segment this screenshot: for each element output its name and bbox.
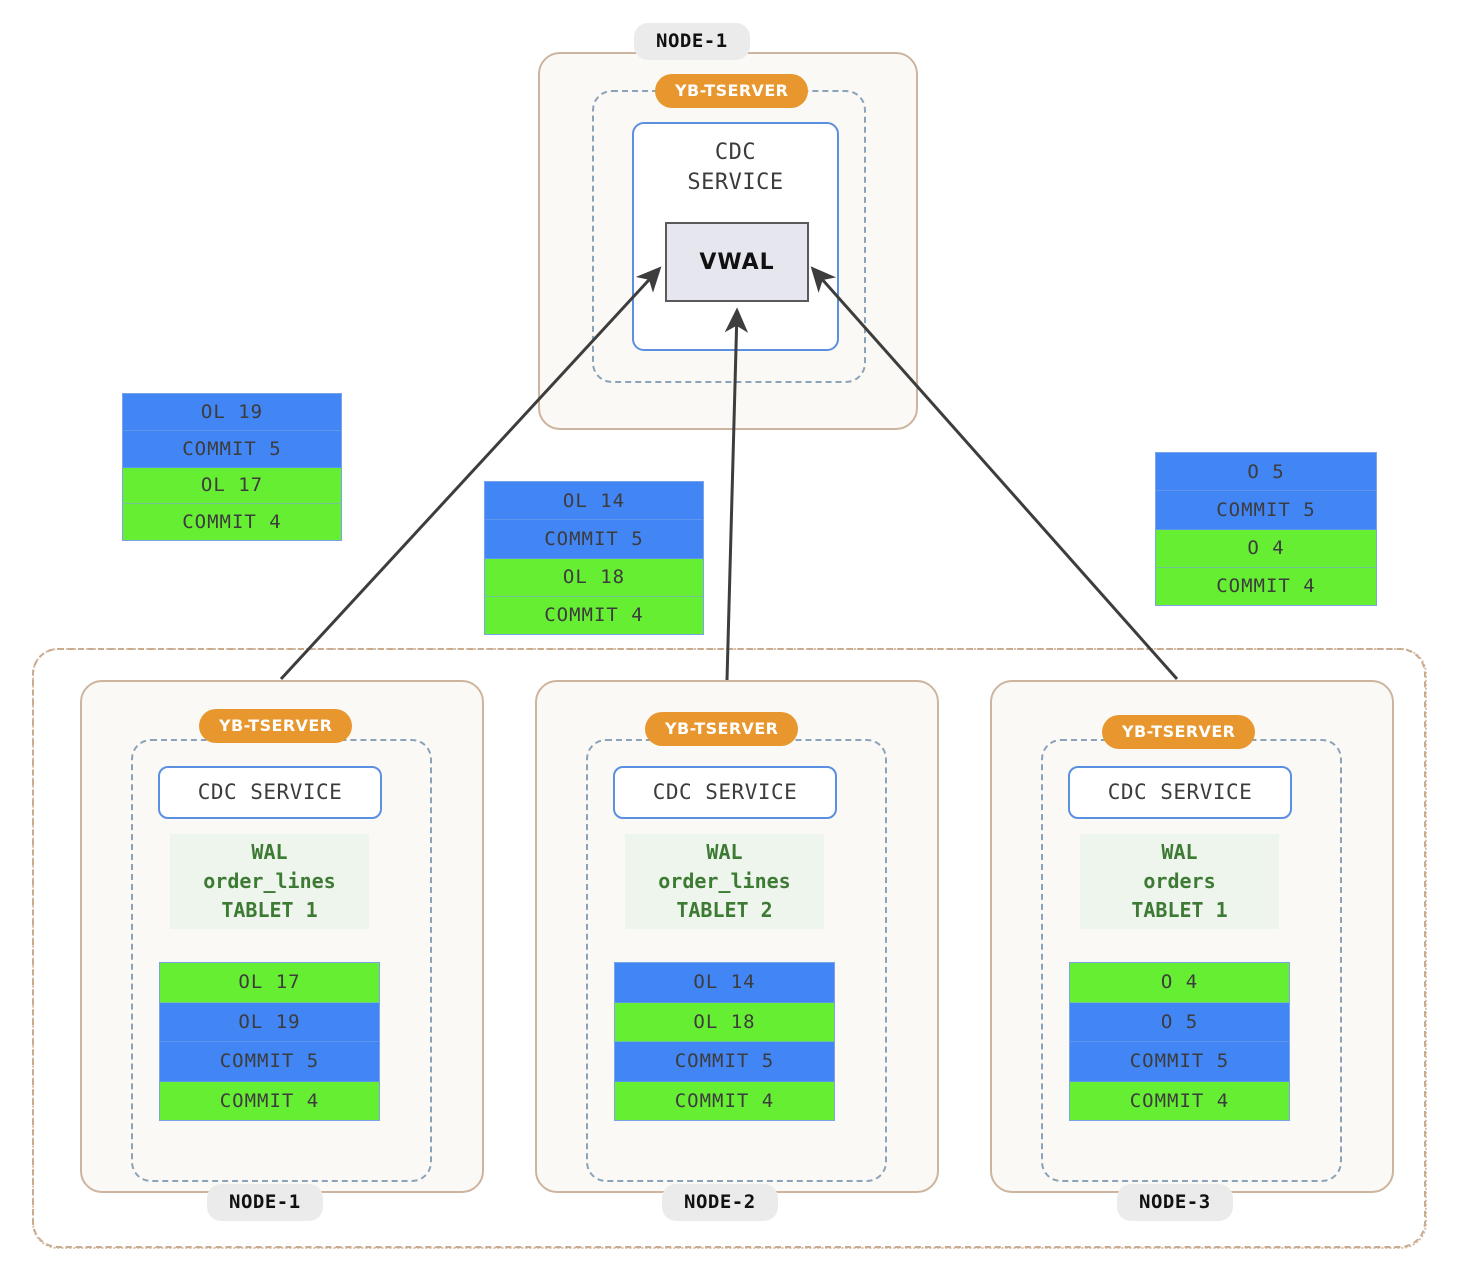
record-row: O 4 [1070,963,1289,1003]
floating-stack-left: OL 19 COMMIT 5 OL 17 COMMIT 4 [122,393,342,541]
record-row: OL 19 [160,1002,379,1042]
bottom-node-2-tserver-badge: YB-TSERVER [645,712,799,746]
top-cdc-service-label: CDC SERVICE [687,140,784,195]
floating-stack-right: O 5 COMMIT 5 O 4 COMMIT 4 [1155,452,1377,606]
record-row: COMMIT 4 [160,1081,379,1120]
bottom-node-2-label: NODE-2 [684,1191,756,1213]
bottom-node-3-label: NODE-3 [1139,1191,1211,1213]
bottom-node-3-wal-box: WAL orders TABLET 1 [1080,834,1279,929]
record-row: COMMIT 4 [123,504,341,540]
top-tserver-badge: YB-TSERVER [655,74,809,108]
bottom-node-2-wal-box: WAL order_lines TABLET 2 [625,834,824,929]
vwal-box: VWAL [665,222,809,302]
record-row: OL 14 [615,963,834,1003]
record-row: COMMIT 4 [1156,567,1376,605]
bottom-node-1-label: NODE-1 [229,1191,301,1213]
record-row: O 5 [1070,1002,1289,1042]
record-row: COMMIT 5 [160,1042,379,1082]
bottom-node-1-stack: OL 17 OL 19 COMMIT 5 COMMIT 4 [159,962,380,1121]
record-row: OL 17 [123,467,341,505]
bottom-node-1-wal-label: WAL order_lines TABLET 1 [203,840,336,922]
bottom-node-3-wal-label: WAL orders TABLET 1 [1131,840,1228,922]
bottom-node-2-tserver-label: YB-TSERVER [665,719,779,738]
top-node-label: NODE-1 [656,30,728,52]
bottom-node-2-cdc-box: CDC SERVICE [613,766,837,819]
bottom-node-2-stack: OL 14 OL 18 COMMIT 5 COMMIT 4 [614,962,835,1121]
record-row: COMMIT 5 [485,520,703,559]
top-tserver-label: YB-TSERVER [675,81,789,100]
bottom-node-1-badge: NODE-1 [207,1184,323,1221]
record-row: O 5 [1156,453,1376,492]
bottom-node-3-badge: NODE-3 [1117,1184,1233,1221]
record-row: COMMIT 4 [615,1081,834,1120]
record-row: OL 19 [123,394,341,431]
record-row: COMMIT 4 [1070,1081,1289,1120]
bottom-node-1-cdc-label: CDC SERVICE [197,780,343,805]
record-row: OL 14 [485,482,703,521]
record-row: OL 18 [485,558,703,597]
bottom-node-2-cdc-label: CDC SERVICE [652,780,798,805]
record-row: COMMIT 5 [615,1042,834,1082]
record-row: COMMIT 4 [485,596,703,634]
top-node-badge: NODE-1 [634,23,750,60]
bottom-node-3-stack: O 4 O 5 COMMIT 5 COMMIT 4 [1069,962,1290,1121]
bottom-node-1-cdc-box: CDC SERVICE [158,766,382,819]
record-row: O 4 [1156,529,1376,568]
record-row: OL 18 [615,1002,834,1042]
bottom-node-2-wal-label: WAL order_lines TABLET 2 [658,840,791,922]
bottom-node-1-wal-box: WAL order_lines TABLET 1 [170,834,369,929]
bottom-node-2-badge: NODE-2 [662,1184,778,1221]
bottom-node-3-cdc-label: CDC SERVICE [1107,780,1253,805]
record-row: COMMIT 5 [1070,1042,1289,1082]
record-row: COMMIT 5 [1156,491,1376,530]
bottom-node-3-tserver-label: YB-TSERVER [1122,722,1236,741]
bottom-node-1-tserver-label: YB-TSERVER [219,716,333,735]
bottom-node-1-tserver-badge: YB-TSERVER [199,709,353,743]
record-row: OL 17 [160,963,379,1003]
record-row: COMMIT 5 [123,430,341,468]
vwal-label: VWAL [699,249,775,275]
bottom-node-3-cdc-box: CDC SERVICE [1068,766,1292,819]
floating-stack-middle: OL 14 COMMIT 5 OL 18 COMMIT 4 [484,481,704,635]
bottom-node-3-tserver-badge: YB-TSERVER [1102,715,1256,749]
